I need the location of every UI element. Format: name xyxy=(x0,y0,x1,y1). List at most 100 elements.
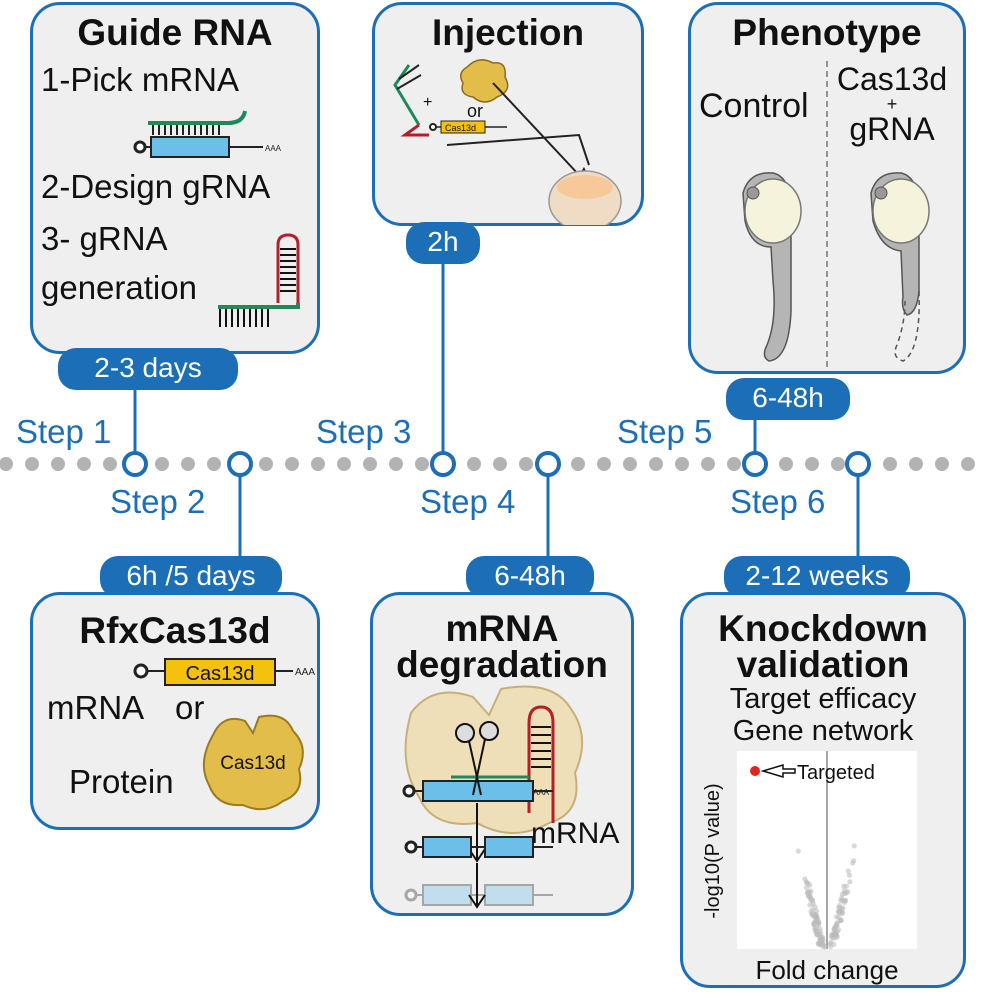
timeline-dot xyxy=(77,457,91,471)
volcano-point xyxy=(807,902,813,908)
volcano-point xyxy=(840,905,846,911)
timeline-dot xyxy=(467,457,481,471)
timeline-dot xyxy=(779,457,793,471)
volcano-point xyxy=(814,915,820,921)
volcano-point xyxy=(803,879,809,885)
cas13d-aaa-label: AAA xyxy=(295,667,315,678)
timeline-dot xyxy=(389,457,403,471)
timeline-dot xyxy=(181,457,195,471)
rfxcas13d-duration-tab: 6h /5 days xyxy=(100,556,282,598)
timeline-dot xyxy=(597,457,611,471)
rfxcas13d-card: RfxCas13d Cas13d AAA mRNA or Protein Cas… xyxy=(30,592,320,830)
volcano-point xyxy=(808,909,814,915)
volcano-point xyxy=(847,879,853,885)
grna-hairpin-illustration xyxy=(218,233,300,327)
step-4-label: Step 4 xyxy=(420,483,516,520)
mrna-degradation-duration-tab: 6-48h xyxy=(466,556,594,598)
rfxcas13d-or-label: or xyxy=(175,689,205,726)
scissors-icon xyxy=(455,721,499,796)
volcano-point xyxy=(845,868,851,874)
volcano-point xyxy=(834,923,840,929)
volcano-ylabel: -log10(P value) xyxy=(702,783,724,918)
volcano-point xyxy=(834,914,840,920)
timeline-dot xyxy=(805,457,819,471)
cas13d-protein-illustration: Cas13d xyxy=(202,714,304,811)
volcano-point xyxy=(837,918,843,924)
timeline-dot xyxy=(519,457,533,471)
phenotype-title: Phenotype xyxy=(732,12,922,53)
targeted-annotation: Targeted xyxy=(797,762,875,784)
cas13d-mrna-illustration: Cas13d AAA xyxy=(133,658,315,686)
guide-rna-title: Guide RNA xyxy=(77,12,273,53)
timeline-dot xyxy=(363,457,377,471)
volcano-point xyxy=(846,872,853,878)
step-5-label: Step 5 xyxy=(617,413,713,450)
volcano-point xyxy=(795,848,801,854)
guide-rna-duration-tab: 2-3 days xyxy=(58,348,238,390)
injection-illustration: + or Cas13d xyxy=(393,59,622,225)
volcano-point xyxy=(816,921,822,928)
guide-rna-step-generation-2: generation xyxy=(41,269,197,306)
injection-or-label: or xyxy=(467,101,483,121)
timeline-dot xyxy=(675,457,689,471)
volcano-point xyxy=(851,858,857,864)
protein-cas-label: Cas13d xyxy=(220,753,286,774)
mrna-degradation-title-2: degradation xyxy=(396,644,608,685)
volcano-point xyxy=(805,890,811,897)
phenotype-treated-line-2: + xyxy=(886,94,898,114)
timeline-dot xyxy=(649,457,663,471)
volcano-point xyxy=(818,941,824,947)
node-step4 xyxy=(535,451,561,477)
timeline-dot xyxy=(831,457,845,471)
volcano-point xyxy=(817,925,823,931)
protein-blob xyxy=(460,59,509,103)
volcano-point xyxy=(828,939,834,945)
knockdown-title-2: validation xyxy=(736,644,910,685)
volcano-point xyxy=(812,928,818,934)
node-step3 xyxy=(430,451,456,477)
timeline-dot xyxy=(961,457,975,471)
node-step2 xyxy=(227,451,253,477)
timeline-dot xyxy=(207,457,221,471)
node-step6 xyxy=(845,451,871,477)
step-3-label: Step 3 xyxy=(316,413,412,450)
timeline-dot xyxy=(155,457,169,471)
cas13d-mrna-label: Cas13d xyxy=(186,663,255,685)
guide-rna-step-generation-1: 3- gRNA xyxy=(41,220,168,257)
phenotype-illustration xyxy=(742,61,930,367)
guide-rna-step-pick: 1-Pick mRNA xyxy=(41,61,240,98)
treated-embryo xyxy=(870,172,930,362)
knockdown-duration-tab: 2-12 weeks xyxy=(724,556,910,598)
timeline-dots xyxy=(0,457,975,471)
timeline-dot xyxy=(883,457,897,471)
timeline-dot xyxy=(727,457,741,471)
knockdown-line-network: Gene network xyxy=(732,715,914,747)
phenotype-card: Phenotype Control Cas13d + gRNA xyxy=(688,2,966,374)
phenotype-duration-tab: 6-48h xyxy=(726,378,850,420)
timeline-dot xyxy=(493,457,507,471)
grna-icon xyxy=(393,64,429,137)
rfxcas13d-protein-label: Protein xyxy=(69,763,174,800)
volcano-point xyxy=(817,936,823,942)
timeline-dot xyxy=(25,457,39,471)
phenotype-treated-line-1: Cas13d xyxy=(836,61,948,97)
volcano-point xyxy=(831,926,837,932)
timeline-dot xyxy=(701,457,715,471)
target-mrna-illustration: AAA xyxy=(133,110,282,158)
volcano-point xyxy=(803,885,809,891)
mrna-degradation-title-1: mRNA xyxy=(445,608,559,649)
timeline-dot xyxy=(0,457,13,471)
timeline-nodes xyxy=(122,451,871,477)
volcano-points xyxy=(795,843,857,950)
targeted-point xyxy=(750,766,760,776)
timeline-dot xyxy=(623,457,637,471)
volcano-point xyxy=(811,922,817,928)
volcano-point xyxy=(851,843,857,849)
phenotype-treated-line-3: gRNA xyxy=(849,111,935,147)
timeline-dot xyxy=(51,457,65,471)
timeline-dot xyxy=(909,457,923,471)
phenotype-treated-group: Cas13d + gRNA xyxy=(827,61,957,147)
mrna-degradation-card: mRNA degradation AAA xyxy=(370,592,634,916)
volcano-point xyxy=(828,934,835,940)
timeline-dot xyxy=(285,457,299,471)
